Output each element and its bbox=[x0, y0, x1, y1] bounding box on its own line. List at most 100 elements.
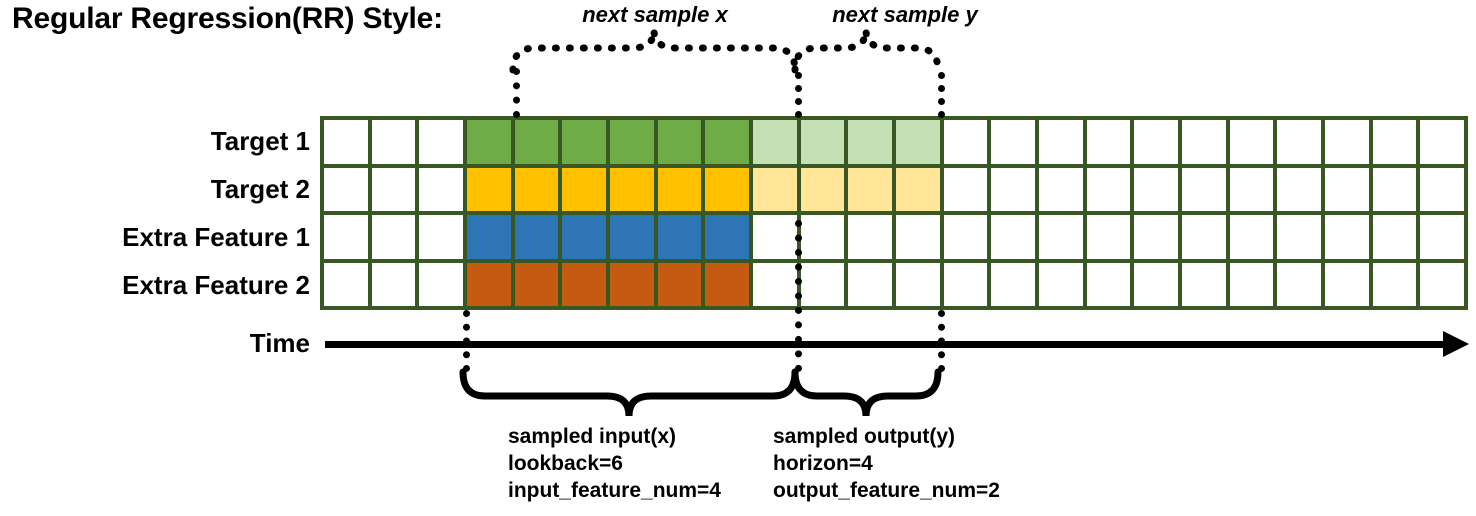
time-axis-line bbox=[325, 341, 1450, 348]
grid-cell-target-2-22 bbox=[1372, 167, 1417, 211]
grid-cell-extra-feature-2-19 bbox=[1229, 262, 1274, 306]
guide-line-split-bottom bbox=[795, 220, 802, 372]
grid-cell-extra-feature-1-2 bbox=[419, 215, 463, 259]
grid-cell-target-1-2 bbox=[419, 120, 463, 164]
row-label-extra-feature-1: Extra Feature 1 bbox=[122, 222, 310, 252]
grid-cell-target-1-10 bbox=[800, 120, 845, 164]
brace-sampled-input bbox=[459, 368, 799, 417]
grid-cell-extra-feature-2-5 bbox=[562, 262, 606, 306]
grid-cell-target-2-21 bbox=[1325, 167, 1369, 211]
grid-cell-target-2-0 bbox=[324, 167, 368, 211]
grid-cell-target-2-5 bbox=[562, 167, 606, 211]
grid-cell-extra-feature-2-23 bbox=[1420, 262, 1464, 306]
grid-cell-target-1-14 bbox=[991, 120, 1035, 164]
grid-cell-target-1-13 bbox=[943, 120, 988, 164]
grid-cell-target-2-9 bbox=[753, 167, 797, 211]
grid-cell-target-1-19 bbox=[1229, 120, 1274, 164]
brace-next-sample-x bbox=[509, 29, 799, 74]
grid-cell-target-1-8 bbox=[705, 120, 749, 164]
grid-cell-target-1-0 bbox=[324, 120, 368, 164]
grid-cell-extra-feature-2-6 bbox=[610, 262, 654, 306]
grid-cell-extra-feature-2-2 bbox=[419, 262, 463, 306]
grid-cell-extra-feature-1-20 bbox=[1277, 215, 1321, 259]
grid-cell-extra-feature-2-14 bbox=[991, 262, 1035, 306]
row-label-target-1: Target 1 bbox=[210, 126, 310, 156]
grid-cell-target-2-18 bbox=[1182, 167, 1226, 211]
grid-cell-target-2-1 bbox=[371, 167, 416, 211]
grid-cell-extra-feature-1-23 bbox=[1420, 215, 1464, 259]
grid-cell-extra-feature-2-21 bbox=[1325, 262, 1369, 306]
grid-cell-extra-feature-2-13 bbox=[943, 262, 988, 306]
grid-cell-target-2-15 bbox=[1039, 167, 1083, 211]
grid-cell-extra-feature-1-13 bbox=[943, 215, 988, 259]
grid-cell-extra-feature-2-1 bbox=[371, 262, 416, 306]
guide-line-y-top bbox=[938, 72, 945, 118]
grid-cell-extra-feature-1-12 bbox=[896, 215, 940, 259]
grid-cell-target-1-18 bbox=[1182, 120, 1226, 164]
sampled-input-title: sampled input(x) bbox=[508, 425, 677, 448]
time-arrow-icon bbox=[1443, 331, 1469, 357]
grid-cell-target-2-3 bbox=[467, 167, 511, 211]
grid-cell-target-2-19 bbox=[1229, 167, 1274, 211]
grid-cell-target-1-4 bbox=[514, 120, 559, 164]
grid-cell-extra-feature-2-15 bbox=[1039, 262, 1083, 306]
guide-line-split-top bbox=[795, 72, 802, 118]
grid-cell-extra-feature-1-17 bbox=[1134, 215, 1178, 259]
grid-cell-extra-feature-2-11 bbox=[848, 262, 892, 306]
grid-cell-extra-feature-1-19 bbox=[1229, 215, 1274, 259]
time-axis-label: Time bbox=[249, 328, 310, 358]
grid-cell-target-2-16 bbox=[1086, 167, 1131, 211]
grid-cell-target-2-10 bbox=[800, 167, 845, 211]
grid-cell-target-1-12 bbox=[896, 120, 940, 164]
grid-cell-target-1-16 bbox=[1086, 120, 1131, 164]
grid-cell-extra-feature-1-1 bbox=[371, 215, 416, 259]
row-label-target-2: Target 2 bbox=[210, 174, 310, 204]
grid-cell-target-2-4 bbox=[514, 167, 559, 211]
grid-cell-target-2-6 bbox=[610, 167, 654, 211]
grid-cell-extra-feature-2-8 bbox=[705, 262, 749, 306]
grid-cell-extra-feature-1-4 bbox=[514, 215, 559, 259]
guide-line-x-top bbox=[513, 68, 520, 118]
grid-cell-extra-feature-1-21 bbox=[1325, 215, 1369, 259]
timeseries-grid bbox=[320, 116, 1468, 310]
grid-cell-extra-feature-2-22 bbox=[1372, 262, 1417, 306]
grid-cell-target-2-12 bbox=[896, 167, 940, 211]
grid-cell-extra-feature-1-14 bbox=[991, 215, 1035, 259]
brace-sampled-output bbox=[791, 368, 942, 417]
grid-cell-target-2-17 bbox=[1134, 167, 1178, 211]
grid-cell-extra-feature-1-16 bbox=[1086, 215, 1131, 259]
grid-cell-extra-feature-1-7 bbox=[657, 215, 702, 259]
sampled-input-lookback: lookback=6 bbox=[508, 452, 623, 475]
grid-cell-extra-feature-1-3 bbox=[467, 215, 511, 259]
grid-cell-target-1-11 bbox=[848, 120, 892, 164]
grid-cell-extra-feature-1-10 bbox=[800, 215, 845, 259]
grid-cell-extra-feature-2-12 bbox=[896, 262, 940, 306]
grid-cell-target-1-23 bbox=[1420, 120, 1464, 164]
grid-cell-extra-feature-2-10 bbox=[800, 262, 845, 306]
grid-cell-target-2-20 bbox=[1277, 167, 1321, 211]
grid-cell-extra-feature-2-0 bbox=[324, 262, 368, 306]
grid-cell-target-2-13 bbox=[943, 167, 988, 211]
grid-cell-target-1-6 bbox=[610, 120, 654, 164]
grid-cell-target-1-3 bbox=[467, 120, 511, 164]
grid-cell-target-2-8 bbox=[705, 167, 749, 211]
grid-cell-extra-feature-1-22 bbox=[1372, 215, 1417, 259]
grid-cell-extra-feature-2-7 bbox=[657, 262, 702, 306]
grid-cell-target-1-5 bbox=[562, 120, 606, 164]
grid-cell-target-1-22 bbox=[1372, 120, 1417, 164]
row-label-extra-feature-2: Extra Feature 2 bbox=[122, 270, 310, 300]
grid-cell-target-1-15 bbox=[1039, 120, 1083, 164]
sampled-input-feature-num: input_feature_num=4 bbox=[508, 479, 721, 502]
grid-cell-extra-feature-2-3 bbox=[467, 262, 511, 306]
grid-cell-extra-feature-2-20 bbox=[1277, 262, 1321, 306]
grid-cell-extra-feature-2-16 bbox=[1086, 262, 1131, 306]
sampled-output-title: sampled output(y) bbox=[773, 425, 955, 448]
grid-cell-target-1-1 bbox=[371, 120, 416, 164]
annotation-next-sample-x: next sample x bbox=[582, 2, 728, 27]
sampled-output-feature-num: output_feature_num=2 bbox=[773, 479, 1000, 502]
grid-cell-target-1-17 bbox=[1134, 120, 1178, 164]
sampled-output-horizon: horizon=4 bbox=[773, 452, 873, 475]
grid-cell-extra-feature-1-9 bbox=[753, 215, 797, 259]
grid-cell-target-2-11 bbox=[848, 167, 892, 211]
